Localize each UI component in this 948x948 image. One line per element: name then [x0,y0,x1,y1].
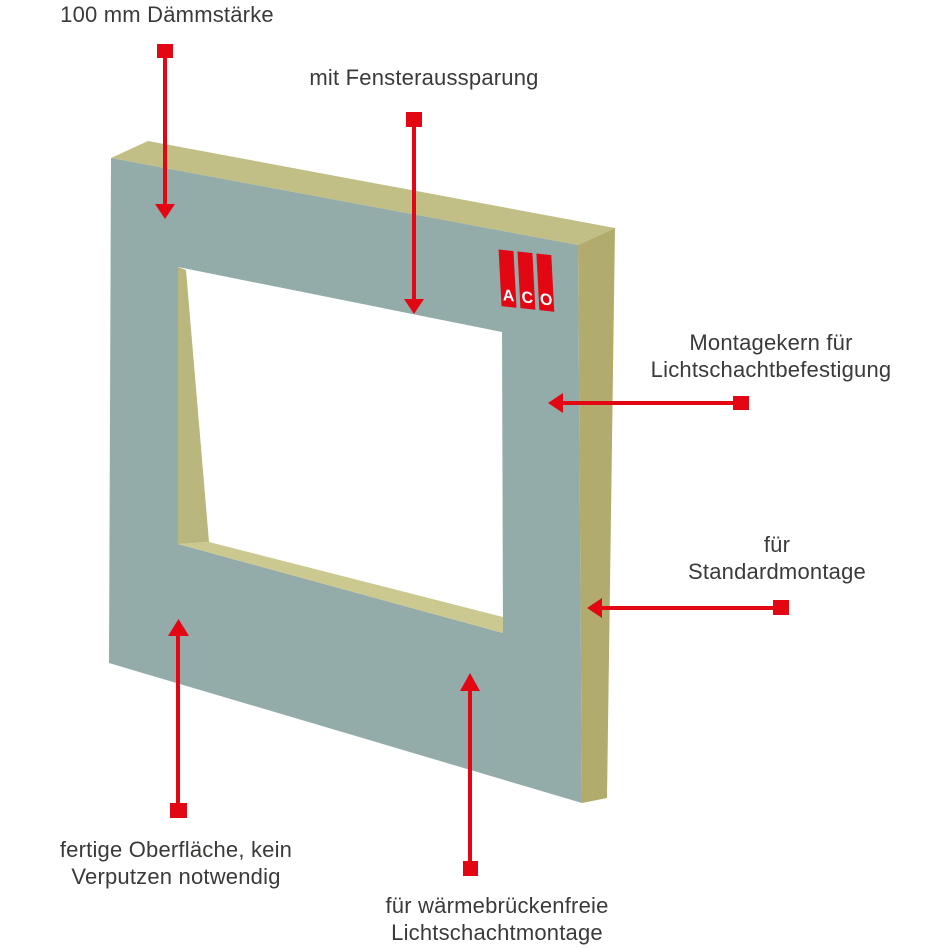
arrow-daemmstaerke [155,44,175,219]
arrow-oberflaeche [168,619,189,818]
label-standardmontage: für Standardmontage [688,532,866,584]
window-bottom-reveal [178,542,503,633]
arrow-montagekern-head [548,393,563,413]
aco-logo-bar: A [498,249,517,308]
label-oberflaeche: fertige Oberfläche, kein Verputzen notwe… [59,837,293,889]
arrow-montagekern [548,393,749,413]
aco-logo-bar: C [517,251,536,310]
arrow-waermebruecke-head [460,673,480,691]
arrow-fensteraussparung-end-square [406,112,422,127]
window-left-reveal [178,267,209,544]
arrow-daemmstaerke-head [155,204,175,219]
arrow-waermebruecke-end-square [463,861,478,876]
aco-logo-letter: A [502,287,515,306]
aco-logo: A C O [497,249,556,312]
arrow-standardmontage [587,598,789,618]
arrow-standardmontage-end-square [773,600,789,615]
label-fensteraussparung: mit Fensteraussparung [309,65,539,90]
arrow-waermebruecke [460,673,480,876]
arrow-fensteraussparung-head [404,299,424,314]
annotation-arrows [155,44,789,876]
label-waermebruecke: für wärmebrückenfreie Lichtschachtmontag… [385,893,609,945]
arrow-oberflaeche-end-square [170,803,187,818]
arrow-daemmstaerke-end-square [157,44,173,58]
panel-faces [109,141,615,803]
panel-top-face [111,141,615,245]
arrow-fensteraussparung [404,112,424,314]
label-montagekern: Montagekern für Lichtschachtbefestigung [650,330,892,382]
arrow-standardmontage-head [587,598,602,618]
panel-side-face [578,228,615,803]
panel-front-face [109,158,582,803]
arrow-oberflaeche-head [168,619,189,636]
aco-logo-letter: O [539,291,553,310]
aco-logo-bar: O [536,253,555,312]
aco-logo-letter: C [521,289,534,308]
label-daemmstaerke: 100 mm Dämmstärke [60,2,274,27]
arrow-montagekern-end-square [733,396,749,410]
